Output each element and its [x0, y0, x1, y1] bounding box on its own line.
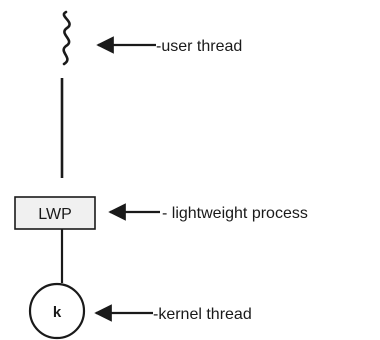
user-thread-label: -user thread — [156, 38, 242, 55]
kernel-thread-circle-label: k — [53, 304, 62, 321]
lwp-box-label: LWP — [38, 206, 71, 223]
kernel-thread-label: -kernel thread — [153, 306, 252, 323]
lightweight-process-label: - lightweight process — [162, 205, 308, 222]
user-thread-squiggle-icon — [62, 10, 71, 66]
lwp-box — [14, 196, 96, 230]
kernel-thread-circle — [28, 282, 86, 340]
